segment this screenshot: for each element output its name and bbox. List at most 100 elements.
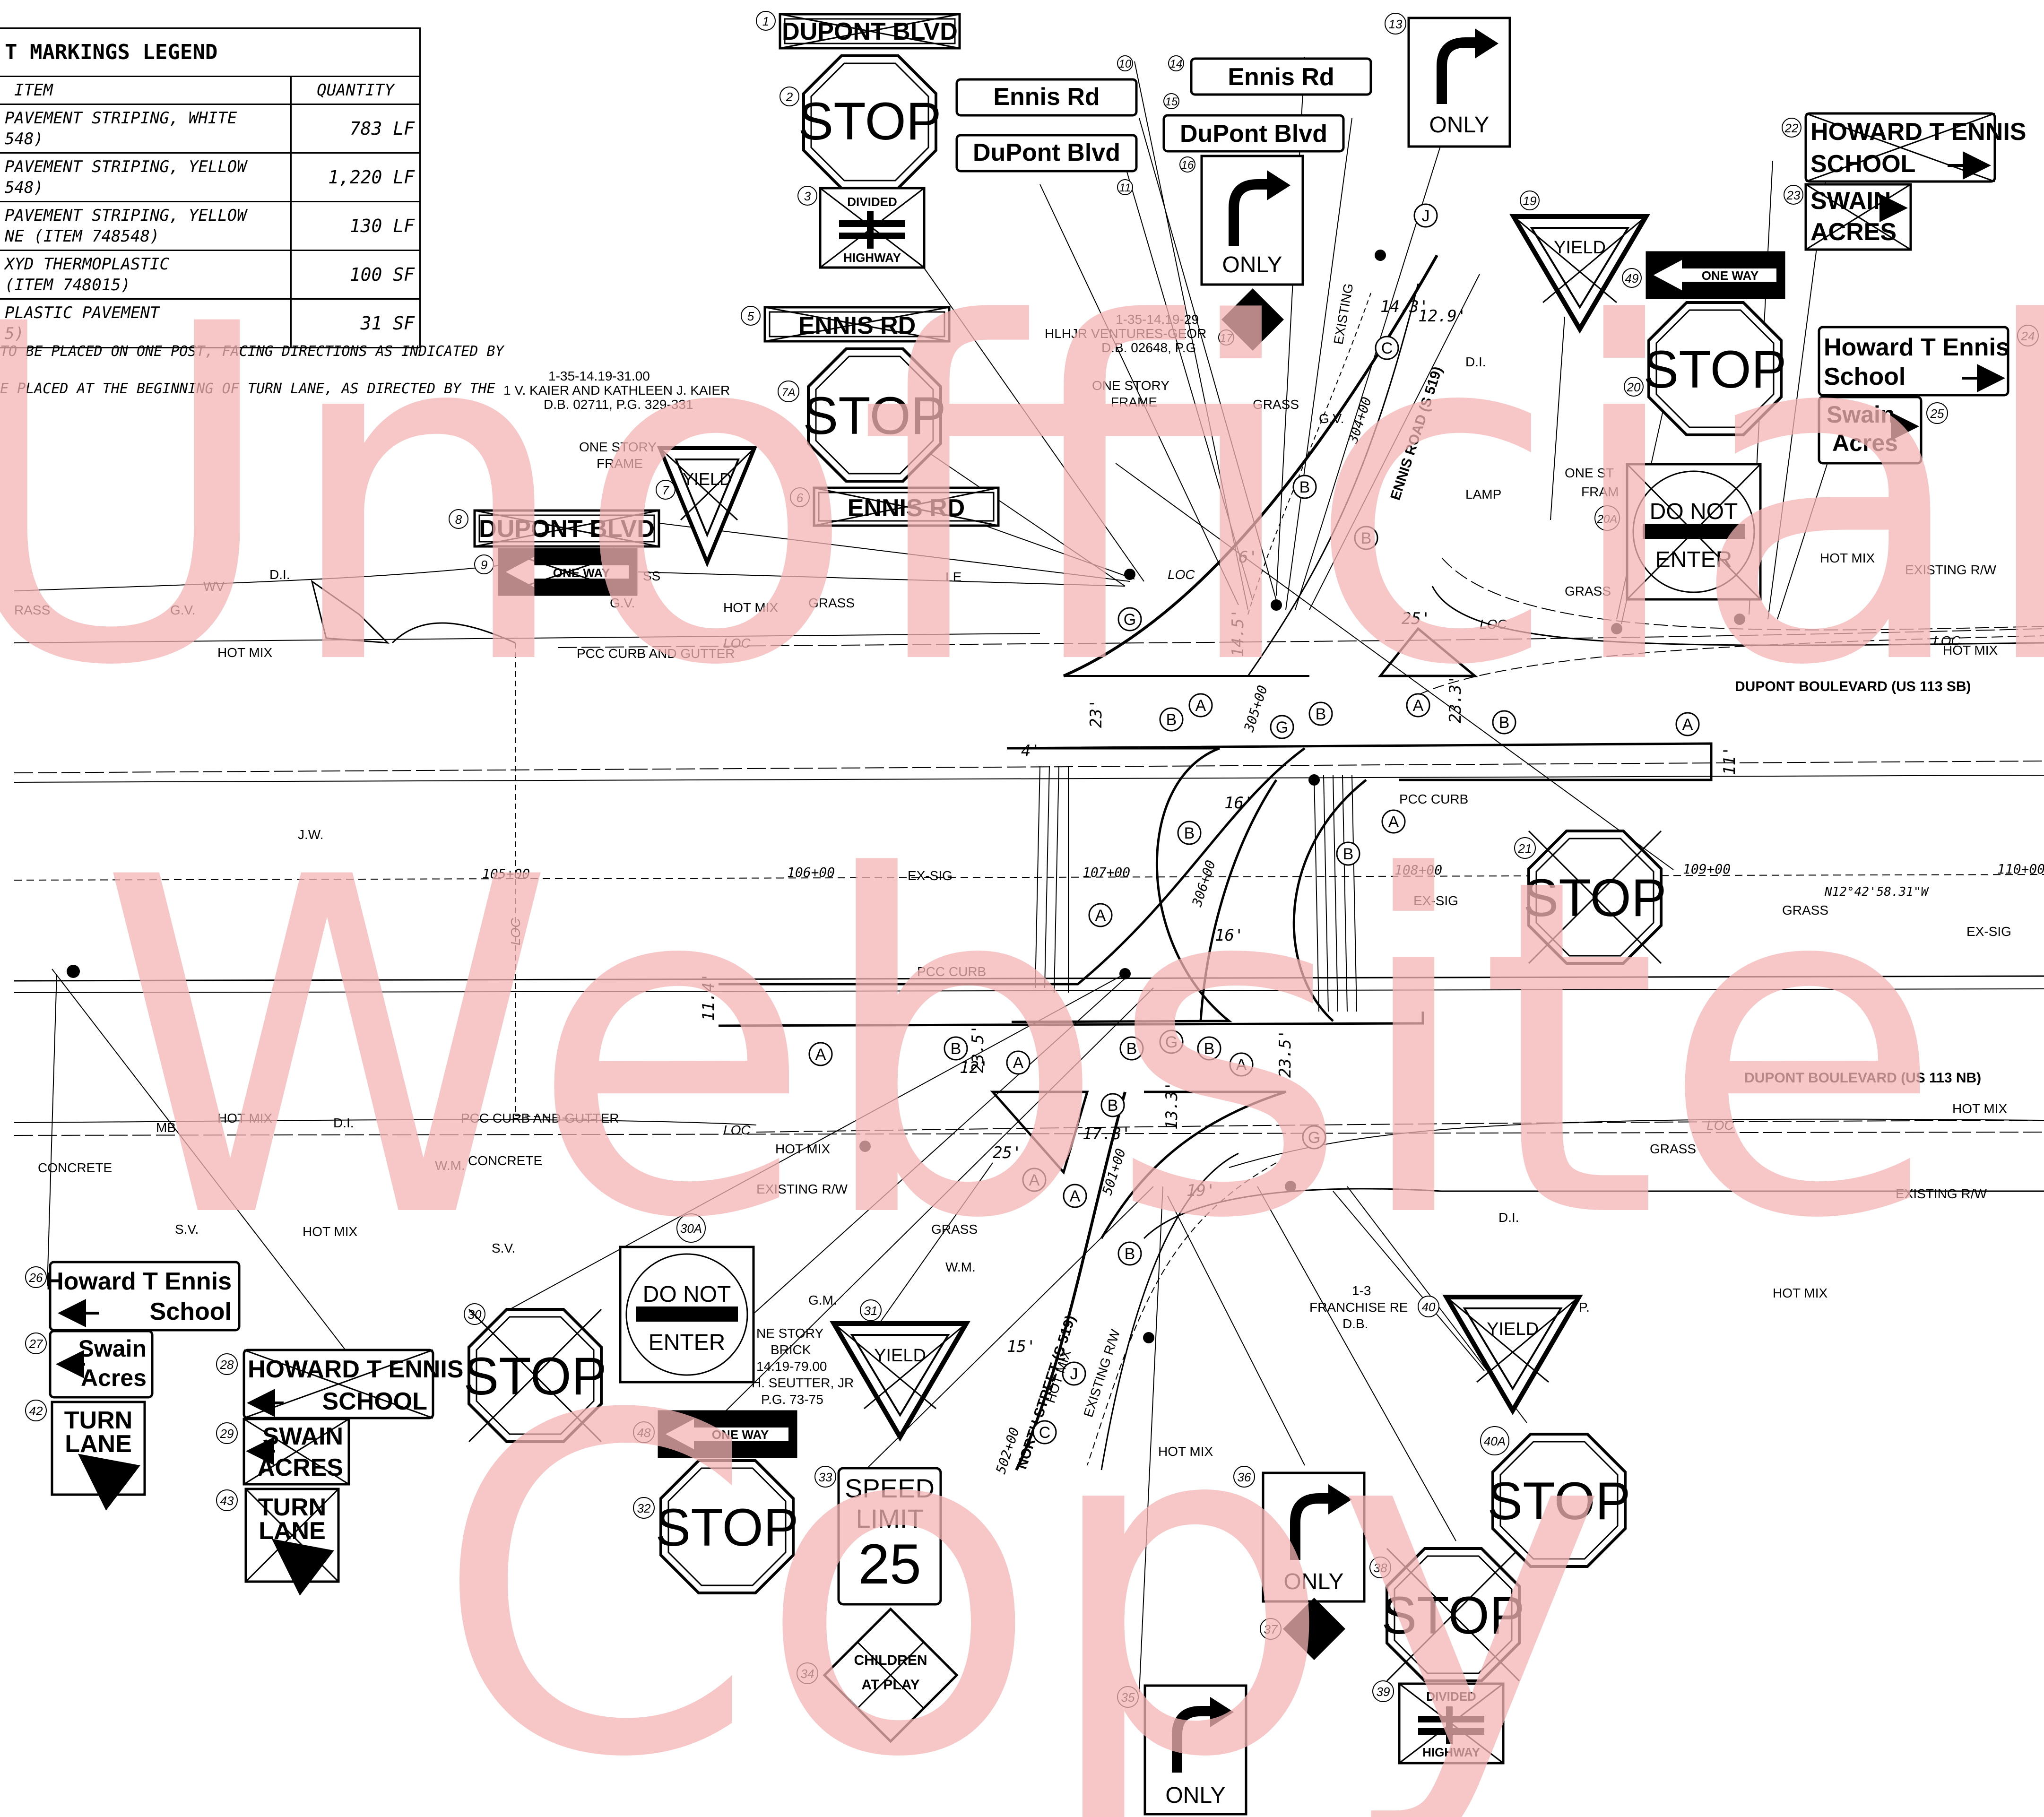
svg-text:YIELD: YIELD bbox=[874, 1346, 926, 1366]
callout-a: A bbox=[808, 1042, 833, 1066]
svg-text:26: 26 bbox=[29, 1271, 43, 1285]
svg-text:4': 4' bbox=[1021, 742, 1040, 761]
svg-text:G.V.: G.V. bbox=[170, 603, 195, 617]
signs: 1 DUPONT BLVD 2 STOP 3 DIVIDED HIGHWAY 5 bbox=[25, 11, 2039, 1816]
sign-3-divided-highway: 3 DIVIDED HIGHWAY bbox=[797, 186, 926, 269]
svg-text:ONLY: ONLY bbox=[1283, 1569, 1343, 1594]
svg-text:STOP: STOP bbox=[1644, 340, 1787, 399]
svg-text:P.G. 73-75: P.G. 73-75 bbox=[761, 1392, 823, 1407]
sign-22-howard-t-ennis-school: 22 HOWARD T ENNIS SCHOOL bbox=[1782, 112, 2026, 183]
svg-text:ONE WAY: ONE WAY bbox=[1702, 268, 1758, 283]
svg-text:P.: P. bbox=[1579, 1300, 1590, 1315]
svg-text:20A: 20A bbox=[1597, 513, 1618, 526]
sign-19-yield: 19 YIELD bbox=[1509, 190, 1650, 334]
callout-g: G bbox=[1270, 715, 1294, 739]
callout-b: B bbox=[1177, 821, 1202, 845]
svg-text:HOT MIX: HOT MIX bbox=[1943, 643, 1998, 658]
svg-text:YIELD: YIELD bbox=[1487, 1319, 1539, 1339]
sign-49-one-way: 49 ONE WAY bbox=[1622, 251, 1785, 299]
svg-text:PCC CURB: PCC CURB bbox=[1399, 792, 1468, 806]
svg-text:ENTER: ENTER bbox=[1655, 547, 1732, 572]
svg-text:49: 49 bbox=[1625, 271, 1639, 286]
callout-j: J bbox=[1413, 203, 1438, 228]
svg-text:FRAME: FRAME bbox=[597, 456, 643, 471]
svg-text:LOC: LOC bbox=[1480, 617, 1507, 632]
svg-text:32: 32 bbox=[637, 1501, 651, 1515]
callout-b: B bbox=[1117, 1241, 1142, 1266]
svg-text:A: A bbox=[1095, 907, 1106, 925]
svg-text:A: A bbox=[1236, 1056, 1247, 1074]
sign-16-right-turn-only: 16 ONLY bbox=[1179, 155, 1304, 286]
sign-10-ennis-rd: 10 Ennis Rd bbox=[955, 55, 1138, 117]
svg-text:A: A bbox=[1013, 1054, 1024, 1072]
svg-text:YIELD: YIELD bbox=[683, 469, 732, 489]
svg-text:SPEED: SPEED bbox=[845, 1473, 935, 1503]
svg-text:14: 14 bbox=[1170, 58, 1183, 70]
svg-text:HOT MIX: HOT MIX bbox=[723, 600, 778, 615]
svg-text:9: 9 bbox=[481, 558, 487, 572]
svg-text:HOT MIX: HOT MIX bbox=[1952, 1101, 2007, 1116]
svg-text:ONE STORY: ONE STORY bbox=[1092, 378, 1169, 393]
station-304: 304+00 bbox=[1345, 395, 1375, 446]
svg-text:ONLY: ONLY bbox=[1165, 1783, 1225, 1808]
svg-text:19': 19' bbox=[1187, 1181, 1215, 1200]
svg-text:S.V.: S.V. bbox=[175, 1222, 199, 1237]
svg-text:1-3: 1-3 bbox=[1352, 1283, 1371, 1298]
sign-21-stop: 21 STOP bbox=[1514, 830, 1666, 965]
svg-text:B: B bbox=[1204, 1040, 1215, 1058]
svg-text:SWAIN: SWAIN bbox=[1810, 187, 1891, 215]
svg-text:D.B. 02711, P.G. 329-331: D.B. 02711, P.G. 329-331 bbox=[544, 397, 693, 412]
svg-text:B: B bbox=[1126, 1040, 1137, 1058]
station-105: 105+00 bbox=[482, 866, 530, 882]
site-annotations: RASS HOT MIX G.V. WV D.I. SS G.V. GRASS … bbox=[14, 282, 2011, 1459]
svg-text:ONLY: ONLY bbox=[1222, 252, 1282, 277]
sign-27-swain-acres: 27 Swain Acres bbox=[25, 1330, 154, 1399]
svg-text:15': 15' bbox=[1007, 1337, 1036, 1356]
svg-text:STOP: STOP bbox=[656, 1498, 799, 1557]
svg-text:40A: 40A bbox=[1484, 1434, 1506, 1448]
svg-text:20: 20 bbox=[1627, 380, 1641, 394]
svg-text:EXISTING R/W: EXISTING R/W bbox=[1905, 562, 1996, 577]
ennis-road-label: ENNIS ROAD (S 519) bbox=[1387, 364, 1446, 502]
svg-text:W.M.: W.M. bbox=[945, 1260, 976, 1274]
legend-note-1: TO BE PLACED ON ONE POST, FACING DIRECTI… bbox=[0, 343, 504, 360]
sign-30a-do-not-enter: 30A DO NOT ENTER bbox=[619, 1213, 755, 1384]
sign-32-stop: 32 STOP bbox=[633, 1459, 799, 1594]
svg-text:SCHOOL: SCHOOL bbox=[322, 1388, 427, 1415]
legend-col-item: ITEM bbox=[0, 76, 292, 105]
svg-text:G: G bbox=[1124, 611, 1136, 629]
svg-text:LOC: LOC bbox=[723, 636, 751, 650]
callout-b: B bbox=[1292, 475, 1317, 499]
sign-38-stop: 38 STOP bbox=[1369, 1547, 1524, 1682]
svg-text:PCC CURB AND GUTTER: PCC CURB AND GUTTER bbox=[461, 1111, 619, 1125]
station-305: 305+00 bbox=[1241, 684, 1271, 734]
roadway-linework bbox=[14, 548, 2044, 1136]
sign-26-howard-t-ennis-school: 26 Howard T Ennis School bbox=[25, 1261, 241, 1332]
svg-text:40: 40 bbox=[1422, 1300, 1436, 1314]
sign-15-dupont-blvd: 15 DuPont Blvd bbox=[1162, 93, 1345, 153]
callout-b: B bbox=[1100, 1093, 1125, 1117]
sign-39-divided-highway: 39 DIVIDED HIGHWAY bbox=[1372, 1680, 1505, 1765]
callout-b: B bbox=[1159, 707, 1184, 732]
callout-a: A bbox=[1675, 712, 1700, 736]
callout-g: G bbox=[1117, 607, 1142, 632]
svg-text:A: A bbox=[1195, 697, 1206, 715]
svg-text:DuPont Blvd: DuPont Blvd bbox=[973, 139, 1120, 166]
svg-text:1-35-14.19-31.00: 1-35-14.19-31.00 bbox=[548, 369, 650, 383]
svg-text:GRASS: GRASS bbox=[1565, 584, 1611, 598]
svg-text:8: 8 bbox=[455, 512, 462, 527]
svg-text:FRAM: FRAM bbox=[1581, 485, 1619, 499]
legend-col-qty: QUANTITY bbox=[290, 76, 421, 105]
svg-text:5: 5 bbox=[747, 309, 754, 323]
sign-36-right-turn-only: 36 ONLY bbox=[1233, 1466, 1366, 1603]
svg-text:B: B bbox=[1166, 711, 1177, 729]
svg-text:TURN: TURN bbox=[258, 1494, 326, 1521]
svg-text:G: G bbox=[1165, 1033, 1178, 1051]
station-106: 106+00 bbox=[787, 865, 835, 880]
svg-text:HOT MIX: HOT MIX bbox=[1820, 551, 1875, 565]
svg-text:C: C bbox=[1039, 1424, 1051, 1442]
svg-text:B: B bbox=[1499, 714, 1510, 732]
svg-text:GRASS: GRASS bbox=[808, 596, 855, 610]
